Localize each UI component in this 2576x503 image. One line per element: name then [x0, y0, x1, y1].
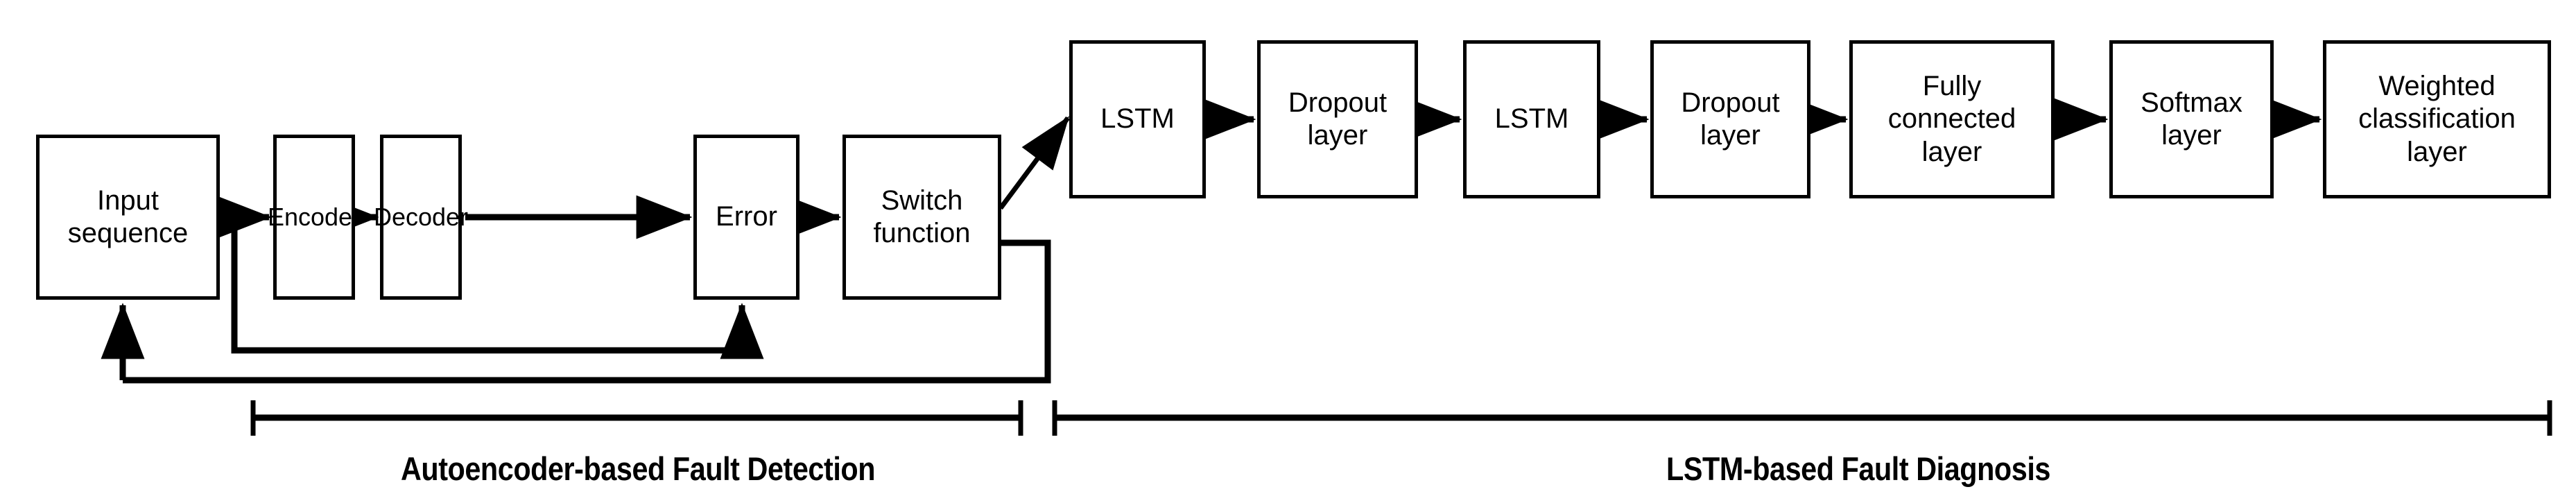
bracket-autoencoder-section	[250, 400, 1023, 436]
node-dropout-layer-1[interactable]: Dropout layer	[1257, 40, 1418, 198]
node-softmax-layer[interactable]: Softmax layer	[2109, 40, 2274, 198]
node-input-sequence[interactable]: Input sequence	[36, 135, 220, 300]
caption-lstm-section: LSTM-based Fault Diagnosis	[1666, 450, 2050, 487]
node-lstm-2[interactable]: LSTM	[1463, 40, 1600, 198]
edge-encoder-feedback-to-error	[231, 221, 764, 359]
node-lstm-1[interactable]: LSTM	[1069, 40, 1206, 198]
node-switch-function[interactable]: Switch function	[842, 135, 1001, 300]
node-fully-connected-layer[interactable]: Fully connected layer	[1849, 40, 2055, 198]
edge-switch-feedback-to-input	[101, 239, 1051, 384]
node-weighted-classification-layer[interactable]: Weighted classification layer	[2323, 40, 2551, 198]
edge-switch-to-lstm1	[999, 116, 1070, 210]
node-dropout-layer-2[interactable]: Dropout layer	[1650, 40, 1810, 198]
node-decoder[interactable]: Decoder	[374, 135, 468, 300]
node-encoder[interactable]: Encoder	[268, 135, 361, 300]
node-error[interactable]: Error	[693, 135, 799, 300]
caption-autoencoder-section: Autoencoder-based Fault Detection	[400, 450, 876, 487]
bracket-lstm-section	[1052, 400, 2552, 436]
